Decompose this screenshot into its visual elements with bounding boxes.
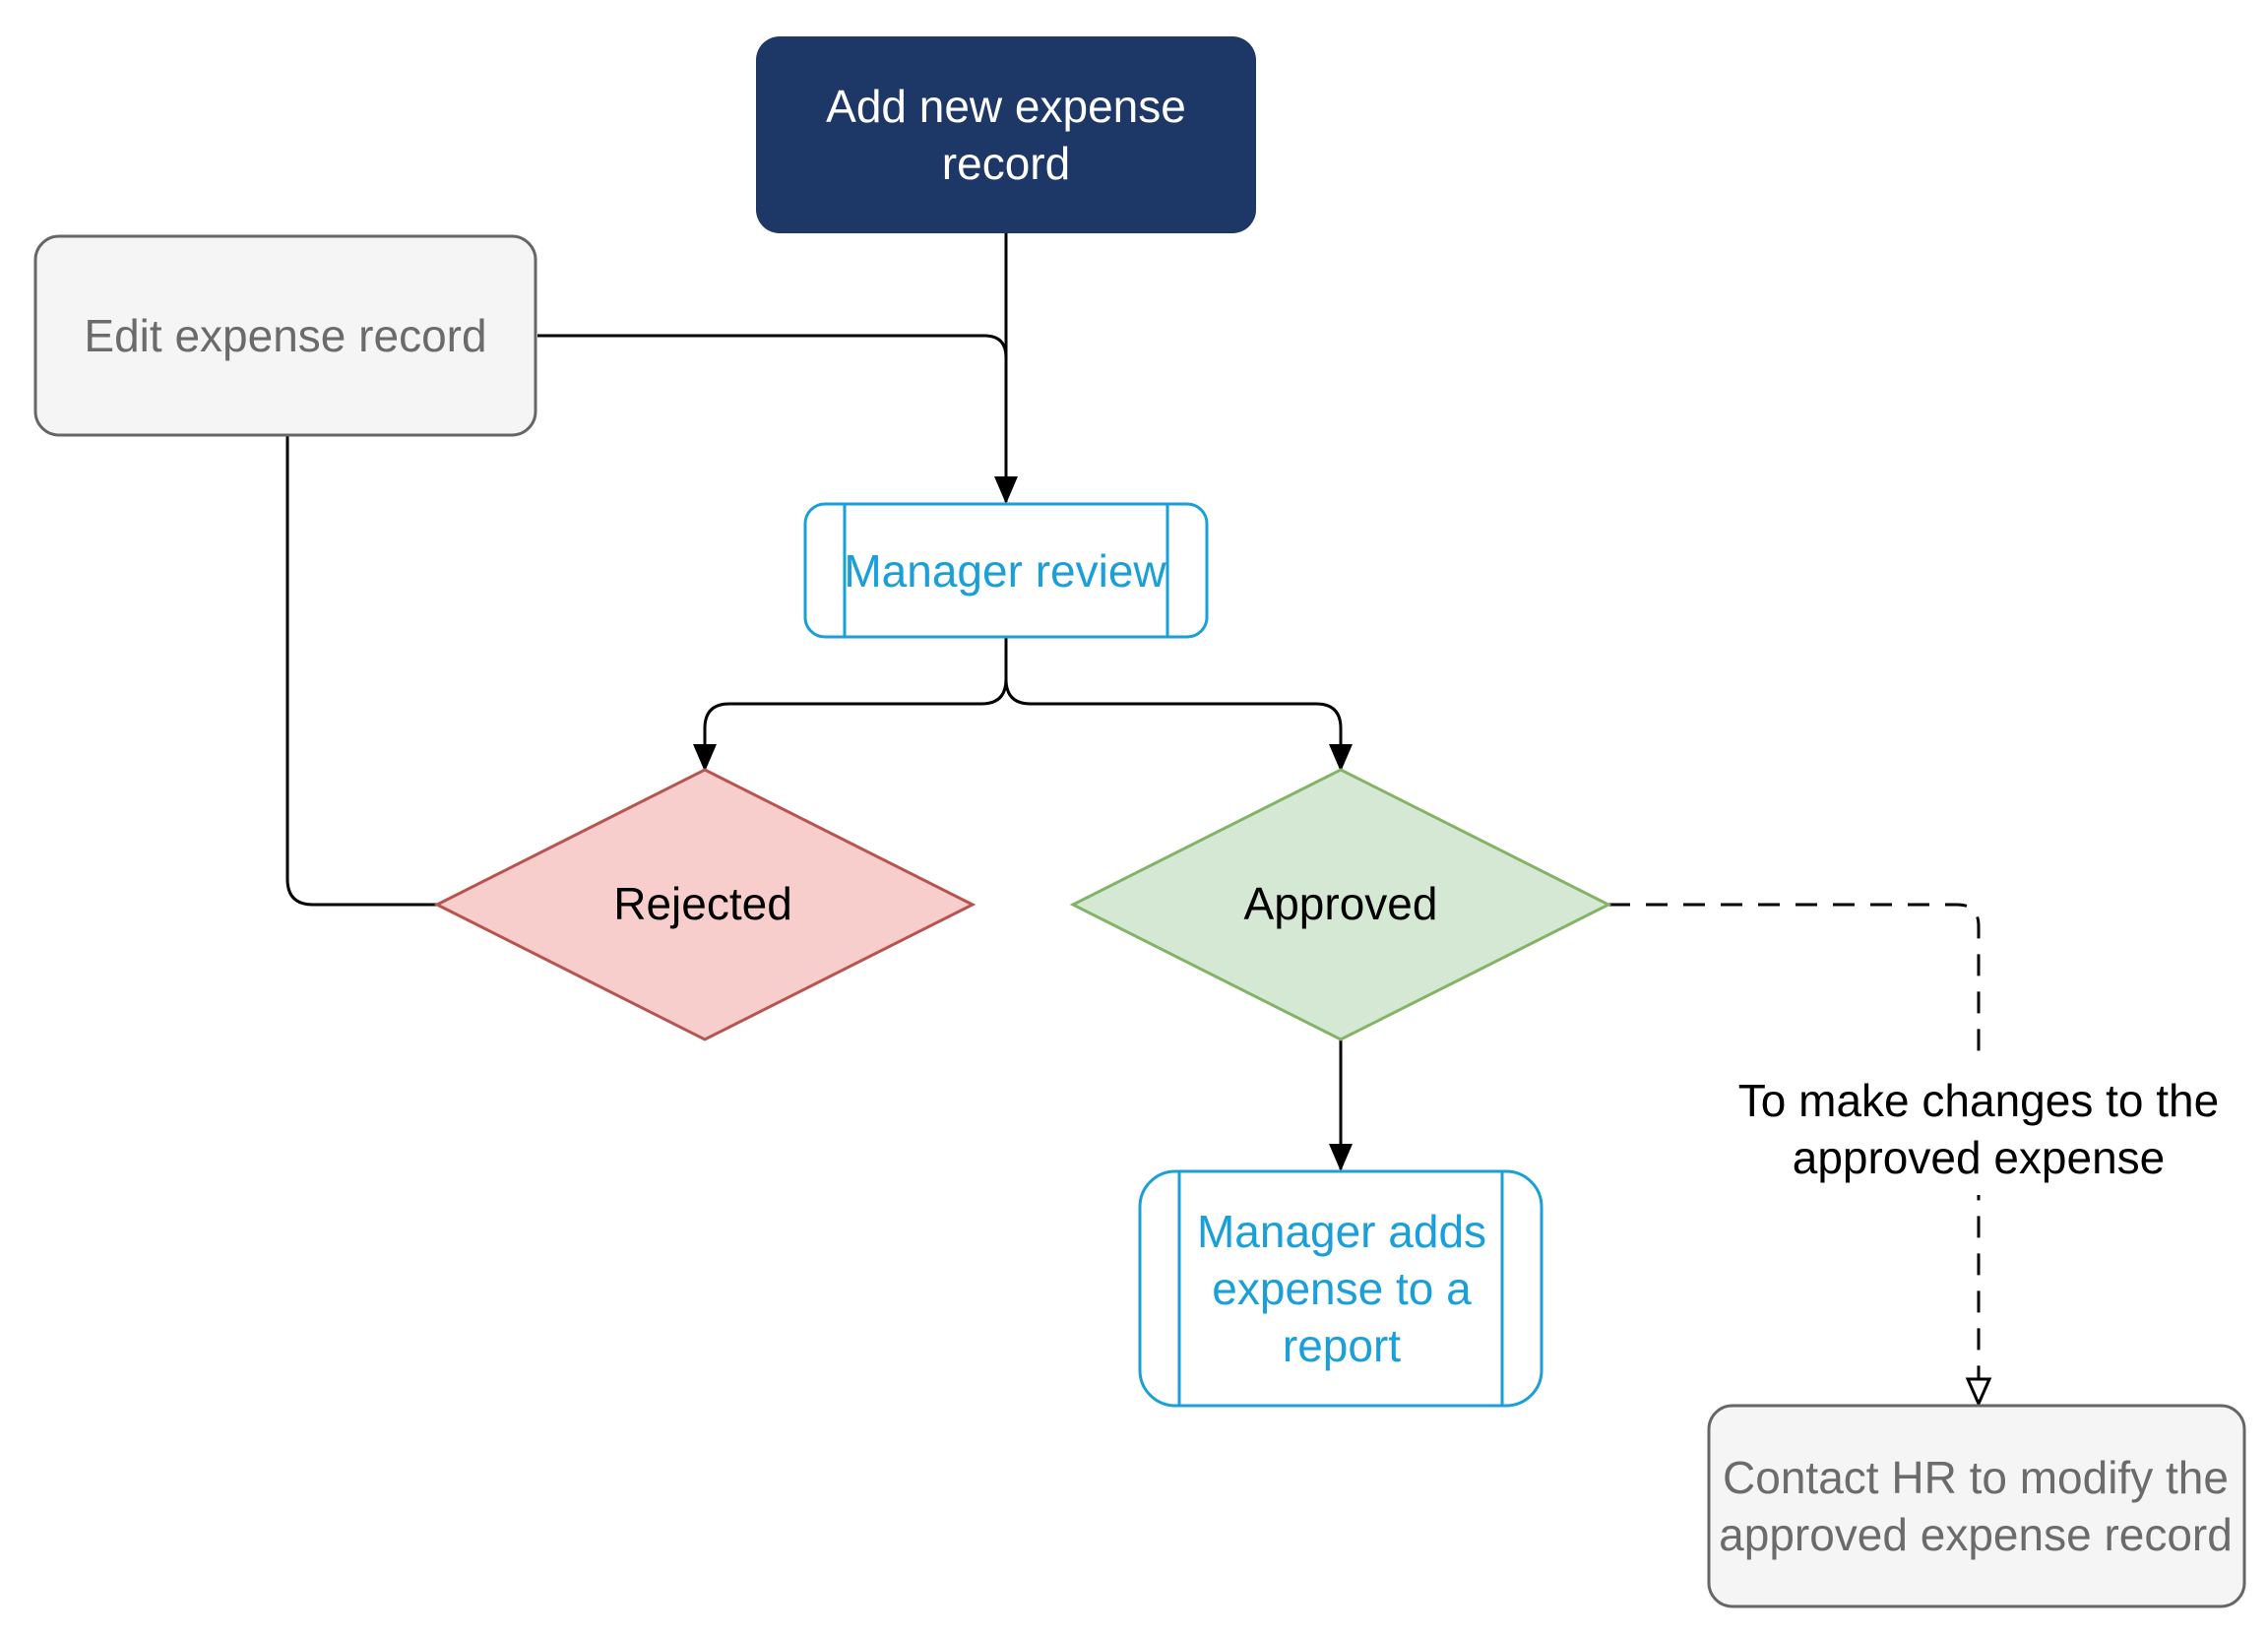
edit-node-shape: [33, 234, 537, 437]
edit-node-label: Edit expense record: [84, 310, 487, 361]
approved-node-label: Approved: [1243, 878, 1438, 929]
adds-to-report-node-shape: [1138, 1169, 1544, 1408]
review-node-shape: [803, 502, 1209, 639]
rejected-node-shape: [433, 768, 976, 1041]
edge-review-to-approved: [1004, 638, 1343, 770]
edge-rejected-to-edit: [285, 436, 437, 907]
arrowhead-review: [994, 476, 1018, 504]
edge-edit-to-review: [537, 334, 1008, 502]
arrowhead-report: [1329, 1144, 1353, 1171]
edge-review-to-rejected: [703, 638, 1008, 770]
start-node-label: Add new expense record: [826, 81, 1186, 189]
approved-node-shape: [1069, 768, 1612, 1041]
start-node-shape: [756, 36, 1256, 233]
adds-to-report-node-label: Manager adds expense to a report: [1196, 1206, 1487, 1371]
arrowhead-hr-open: [1965, 1377, 1992, 1408]
rejected-node-label: Rejected: [613, 878, 792, 929]
review-node-label: Manager review: [844, 544, 1166, 597]
contact-hr-node-label: Contact HR to modify the approved expens…: [1719, 1452, 2233, 1560]
edge-approved-to-hr: [1608, 903, 1981, 1404]
arrowhead-approved: [1329, 744, 1353, 772]
contact-hr-node-shape: [1707, 1404, 2246, 1608]
edge-label-changes: To make changes to the approved expense: [1725, 1063, 2233, 1195]
arrowhead-rejected: [693, 744, 717, 772]
